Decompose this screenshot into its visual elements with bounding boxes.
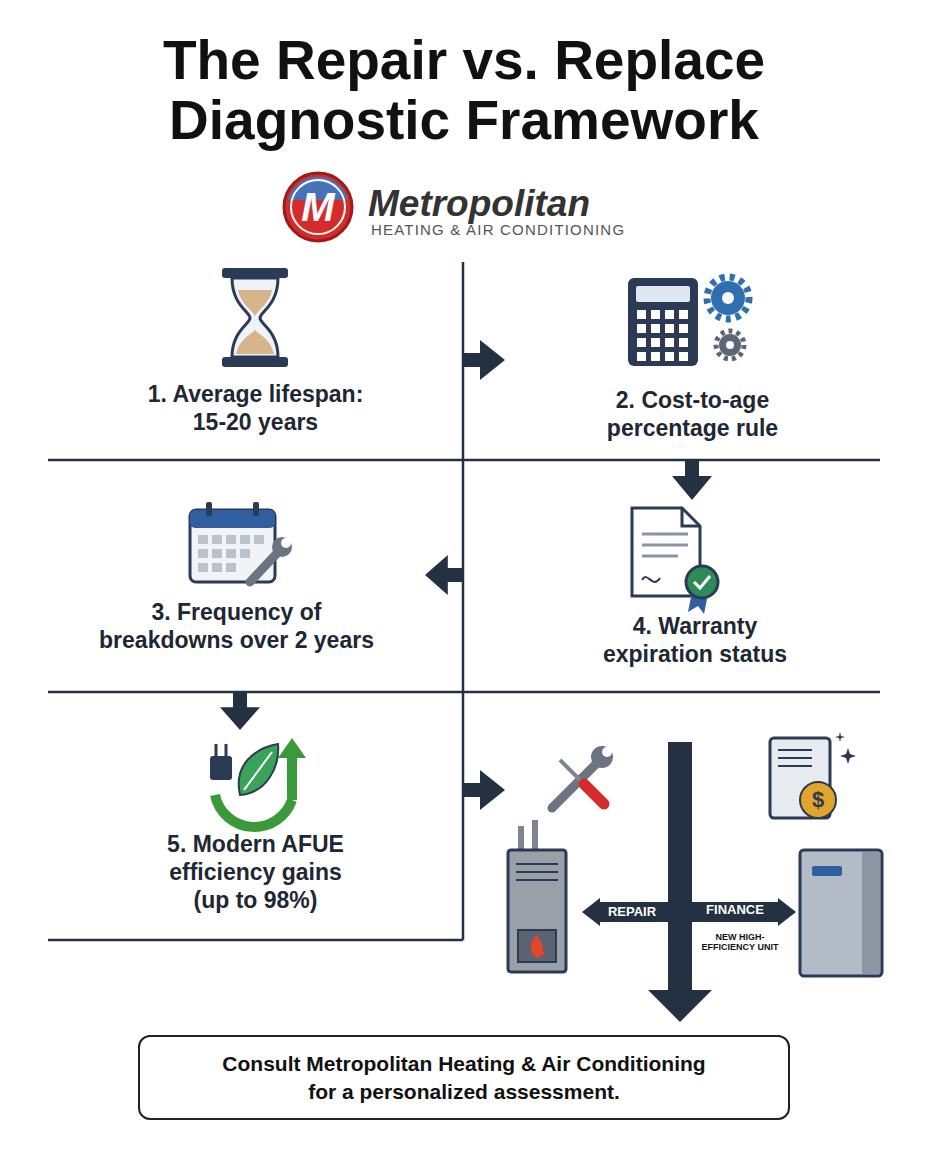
option-label: REPAIR bbox=[597, 904, 667, 920]
step-label: 3. Frequency of breakdowns over 2 years bbox=[92, 598, 382, 654]
title: The Repair vs. Replace Diagnostic Framew… bbox=[104, 30, 824, 150]
step-label: 4. Warranty expiration status bbox=[580, 612, 810, 668]
flow-arrow bbox=[425, 555, 463, 595]
brand-tagline: HEATING & AIR CONDITIONING bbox=[371, 221, 671, 239]
text-wrap: 5. Modern AFUE efficiency gains (up to 9… bbox=[48, 830, 463, 914]
step-cell: 2. Cost-to-age percentage rule bbox=[505, 262, 880, 460]
option-note: NEW HIGH-EFFICIENCY UNIT bbox=[701, 932, 779, 952]
step-label: 1. Average lifespan: 15-20 years bbox=[131, 380, 381, 436]
flow-arrow bbox=[220, 692, 260, 730]
callout-box: Consult Metropolitan Heating & Air Condi… bbox=[138, 1035, 790, 1120]
brand-name: Metropolitan bbox=[368, 184, 668, 224]
step-cell: 1. Average lifespan: 15-20 years bbox=[48, 262, 463, 460]
text-wrap: 4. Warranty expiration status bbox=[463, 612, 880, 668]
flow-arrow bbox=[672, 460, 712, 500]
step-cell: 3. Frequency of breakdowns over 2 years bbox=[48, 460, 425, 692]
step-cell: 4. Warranty expiration status bbox=[463, 500, 880, 692]
option-label: FINANCE bbox=[695, 902, 775, 918]
logo-mark: M bbox=[288, 185, 348, 229]
currency-symbol: $ bbox=[803, 788, 833, 812]
text-wrap: Consult Metropolitan Heating & Air Condi… bbox=[214, 1050, 714, 1106]
title-wrap: The Repair vs. Replace Diagnostic Framew… bbox=[0, 30, 928, 150]
step-label: 5. Modern AFUE efficiency gains (up to 9… bbox=[156, 830, 356, 914]
text-wrap: 3. Frequency of breakdowns over 2 years bbox=[48, 598, 425, 654]
text-wrap: 2. Cost-to-age percentage rule bbox=[505, 386, 880, 442]
step-cell: 5. Modern AFUE efficiency gains (up to 9… bbox=[48, 730, 463, 940]
flow-arrow bbox=[463, 340, 505, 380]
step-label: 2. Cost-to-age percentage rule bbox=[578, 386, 808, 442]
callout-text: Consult Metropolitan Heating & Air Condi… bbox=[214, 1050, 714, 1106]
text-wrap: 1. Average lifespan: 15-20 years bbox=[48, 380, 463, 436]
